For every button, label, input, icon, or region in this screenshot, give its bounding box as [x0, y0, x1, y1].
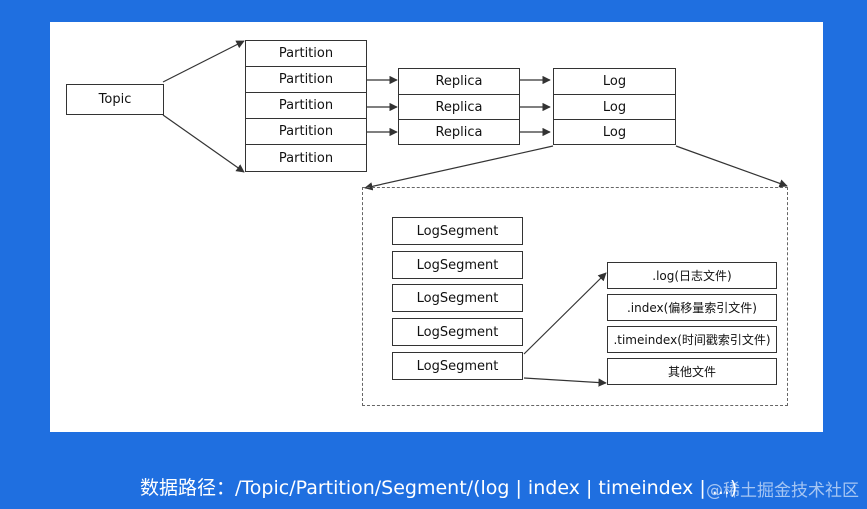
arrow-log-expand-right [675, 145, 788, 188]
file-box-log: .log(日志文件) [607, 262, 777, 289]
partition-box-3: Partition [245, 92, 367, 119]
log-box-3: Log [553, 119, 676, 145]
logsegment-box-4: LogSegment [392, 318, 523, 346]
logsegment-box-1: LogSegment [392, 217, 523, 245]
log-detail-region [362, 187, 788, 406]
partition-box-5: Partition [245, 144, 367, 172]
partition-box-2: Partition [245, 66, 367, 93]
arrow-segment-to-other-files [523, 377, 607, 387]
partition-box-1: Partition [245, 40, 367, 67]
file-box-other: 其他文件 [607, 358, 777, 385]
watermark: @稀土掘金技术社区 [706, 481, 859, 501]
replica-box-1: Replica [398, 68, 520, 95]
arrow-log-expand-left [364, 145, 554, 191]
logsegment-box-5: LogSegment [392, 352, 523, 380]
replica-box-3: Replica [398, 119, 520, 145]
topic-box: Topic [66, 84, 164, 115]
file-box-index: .index(偏移量索引文件) [607, 294, 777, 321]
data-path-caption: 数据路径：/Topic/Partition/Segment/(log | ind… [140, 476, 738, 499]
partition-box-4: Partition [245, 118, 367, 145]
log-box-2: Log [553, 94, 676, 120]
file-box-timeindex: .timeindex(时间戳索引文件) [607, 326, 777, 353]
arrow-topic-to-partition-bottom [162, 114, 245, 173]
logsegment-box-3: LogSegment [392, 284, 523, 312]
replica-box-2: Replica [398, 94, 520, 120]
arrow-segment-to-log-file [523, 272, 607, 355]
log-box-1: Log [553, 68, 676, 95]
logsegment-box-2: LogSegment [392, 251, 523, 279]
arrow-topic-to-partition-top [162, 40, 245, 83]
